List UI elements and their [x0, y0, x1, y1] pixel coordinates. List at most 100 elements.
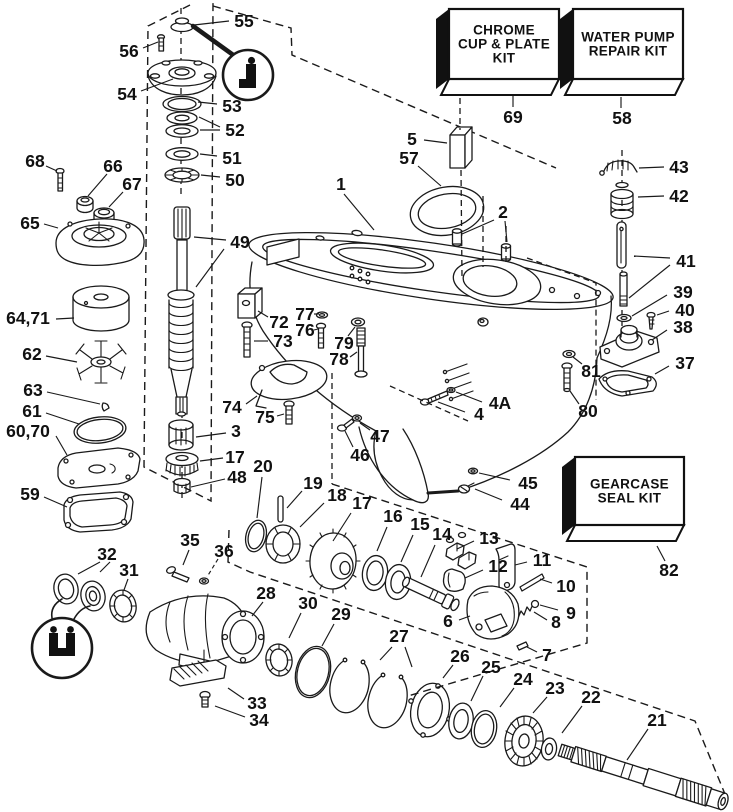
callout-number-29: 29 [331, 604, 351, 624]
callout-number-38: 38 [673, 317, 693, 337]
callout-66: 66 [87, 156, 123, 197]
callout-number-9: 9 [566, 603, 576, 623]
callout-number-36: 36 [214, 541, 234, 561]
callout-57: 57 [399, 148, 442, 187]
callout-63: 63 [23, 380, 101, 405]
callout-number-60,70: 60,70 [6, 421, 50, 441]
callout-24: 24 [499, 669, 533, 708]
callout-number-39: 39 [673, 282, 693, 302]
callout-number-3: 3 [231, 421, 241, 441]
bellows-42 [615, 181, 629, 189]
chrome-cup-plate-kit-label: CHROME [473, 23, 535, 38]
driveshaft-49 [167, 206, 195, 417]
seal-32b [80, 580, 106, 612]
callout-52: 52 [198, 116, 245, 140]
callout-number-78: 78 [329, 349, 349, 369]
callout-number-26: 26 [450, 646, 470, 666]
callout-number-2: 2 [498, 202, 508, 222]
callout-79: 79 [334, 326, 356, 353]
callout-number-43: 43 [669, 157, 689, 177]
callout-number-22: 22 [581, 687, 601, 707]
o-ring-29 [294, 645, 332, 699]
callout-4: 4 [437, 401, 484, 424]
callout-34: 34 [214, 705, 269, 730]
callout-56: 56 [119, 41, 159, 61]
callout-26: 26 [442, 646, 470, 679]
callout-8: 8 [533, 611, 561, 632]
shift-shaft-14 [403, 577, 460, 612]
callout-44: 44 [474, 488, 530, 514]
callout-22: 22 [561, 687, 601, 734]
callout-10: 10 [539, 576, 576, 596]
callout-33: 33 [227, 687, 267, 713]
callout-number-72: 72 [269, 312, 289, 332]
callout-number-57: 57 [399, 148, 418, 168]
callout-65: 65 [20, 213, 59, 233]
callout-number-80: 80 [578, 401, 598, 421]
callout-43: 43 [638, 157, 689, 177]
callout-20: 20 [253, 456, 273, 519]
callout-number-63: 63 [23, 380, 43, 400]
callout-number-24: 24 [513, 669, 533, 689]
callout-53: 53 [197, 96, 242, 116]
callout-76: 76 [295, 320, 319, 340]
callout-number-17: 17 [225, 447, 244, 467]
callout-28: 28 [251, 583, 276, 617]
callout-number-33: 33 [247, 693, 267, 713]
callout-82: 82 [656, 545, 679, 580]
callout-number-82: 82 [659, 560, 679, 580]
callout-42: 42 [637, 186, 689, 206]
callout-45: 45 [478, 472, 538, 493]
callout-number-27: 27 [389, 626, 408, 646]
callout-number-46: 46 [350, 445, 370, 465]
callout-number-17: 17 [352, 493, 371, 513]
callout-58: 58 [612, 97, 632, 128]
callout-13: 13 [456, 528, 499, 550]
callout-17: 17 [332, 493, 372, 542]
callout-35: 35 [180, 530, 200, 566]
callout-21: 21 [626, 710, 667, 761]
shift-rod-assembly [561, 159, 660, 397]
callout-2: 2 [461, 202, 508, 243]
o-ring-61 [73, 416, 127, 444]
callout-number-58: 58 [612, 108, 632, 128]
callout-number-25: 25 [481, 657, 501, 677]
callout-23: 23 [532, 678, 565, 714]
callout-number-19: 19 [303, 473, 323, 493]
callout-number-8: 8 [551, 612, 561, 632]
callout-number-51: 51 [222, 148, 242, 168]
callout-59: 59 [20, 484, 68, 508]
callout-39: 39 [631, 282, 693, 317]
callout-80: 80 [569, 390, 598, 421]
callout-number-45: 45 [518, 473, 538, 493]
callout-47: 47 [359, 422, 390, 446]
callout-51: 51 [199, 148, 242, 168]
callout-16: 16 [376, 506, 403, 552]
callout-3: 3 [195, 421, 241, 441]
gearcase-seal-kit-label: SEAL KIT [598, 491, 662, 506]
retaining-ring-27b [367, 674, 408, 729]
chrome-cup-plate-kit-label: KIT [493, 51, 516, 66]
callout-number-74: 74 [222, 397, 242, 417]
callout-number-59: 59 [20, 484, 40, 504]
callout-68: 68 [25, 151, 58, 172]
callout-number-79: 79 [334, 333, 354, 353]
callout-number-4A: 4A [489, 393, 512, 413]
seal-32a [53, 573, 79, 605]
callout-78: 78 [329, 349, 358, 369]
callout-7: 7 [526, 645, 552, 665]
pinion-bearing-set [165, 419, 199, 495]
callout-11: 11 [514, 550, 552, 570]
callout-1: 1 [336, 174, 375, 231]
callout-41: 41 [628, 251, 696, 299]
gasket-59 [63, 491, 134, 533]
callout-number-5: 5 [407, 129, 417, 149]
callout-number-67: 67 [122, 174, 141, 194]
callout-number-16: 16 [383, 506, 403, 526]
callout-29: 29 [321, 604, 351, 647]
callout-19: 19 [286, 473, 323, 509]
